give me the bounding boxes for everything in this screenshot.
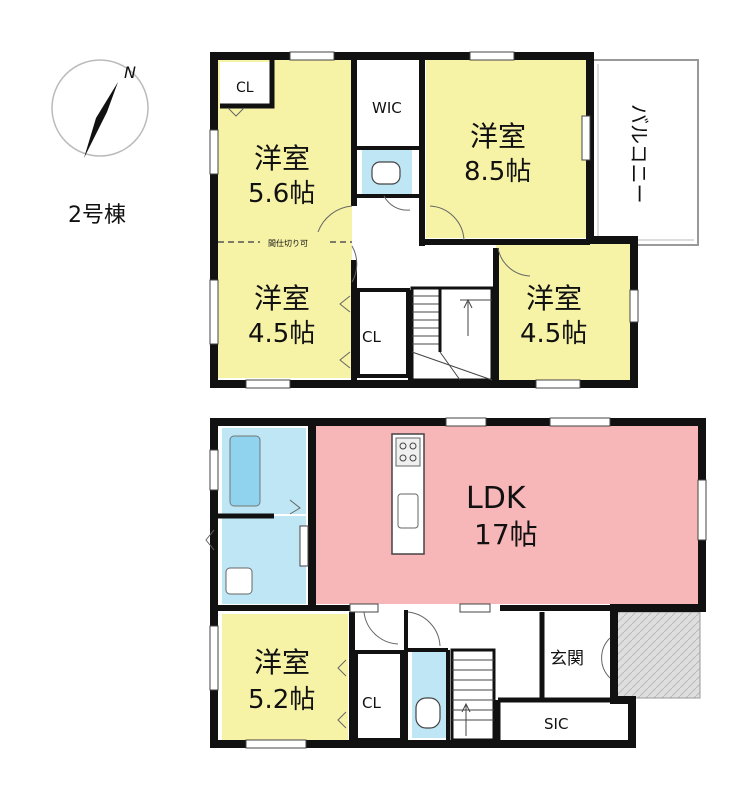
room-south-east	[496, 244, 630, 380]
room-bedroom	[222, 614, 348, 740]
room-south-east-size: 4.5帖	[520, 319, 587, 349]
toilet-icon	[371, 161, 401, 185]
building-label: 2号棟	[68, 203, 126, 228]
bathtub-icon	[229, 435, 261, 507]
room-west-upper-name: 洋室	[254, 142, 310, 175]
room-north-east	[426, 60, 586, 238]
ldk-size: 17帖	[474, 518, 538, 551]
balcony	[587, 59, 699, 246]
room-west-upper-size: 5.6帖	[248, 179, 315, 209]
kitchen-counter	[391, 433, 425, 555]
bedroom-name: 洋室	[254, 646, 310, 679]
compass-circle	[51, 59, 149, 157]
compass-north-label: N	[124, 63, 136, 82]
closet-stair-label: CL	[362, 328, 381, 346]
sink-icon	[397, 493, 419, 529]
porch	[611, 611, 701, 699]
washbasin-icon	[225, 567, 253, 595]
north-arrow-icon	[84, 82, 118, 158]
room-ldk	[316, 426, 698, 604]
partition-note: 間仕切り可	[268, 238, 308, 248]
room-west-lower-name: 洋室	[254, 282, 310, 315]
ground-stairs	[450, 648, 496, 742]
room-north-east-size: 8.5帖	[464, 157, 531, 187]
compass: N	[51, 59, 149, 158]
sic-label: SIC	[544, 715, 568, 733]
ground-floor: LDK 17帖 洋室 5.2帖 CL 玄関 SIC	[205, 417, 707, 749]
closet-label: CL	[362, 694, 381, 712]
wic-label: WIC	[372, 99, 402, 117]
bedroom-size: 5.2帖	[248, 685, 315, 715]
room-west-lower	[218, 242, 352, 378]
balcony-label: バルコニー	[627, 104, 651, 204]
closet-corner-label: CL	[236, 80, 254, 96]
room-west-lower-size: 4.5帖	[248, 319, 315, 349]
upper-stairs	[410, 286, 494, 382]
entrance-label: 玄関	[550, 649, 584, 669]
upper-floor: CL WIC CL 間仕切り可 洋室 5.6帖 洋室 4.5帖 洋室 8.5帖 …	[209, 51, 699, 389]
ldk-name: LDK	[466, 481, 527, 516]
toilet-icon	[415, 697, 441, 729]
room-north-east-name: 洋室	[470, 120, 526, 153]
room-south-east-name: 洋室	[526, 282, 582, 315]
